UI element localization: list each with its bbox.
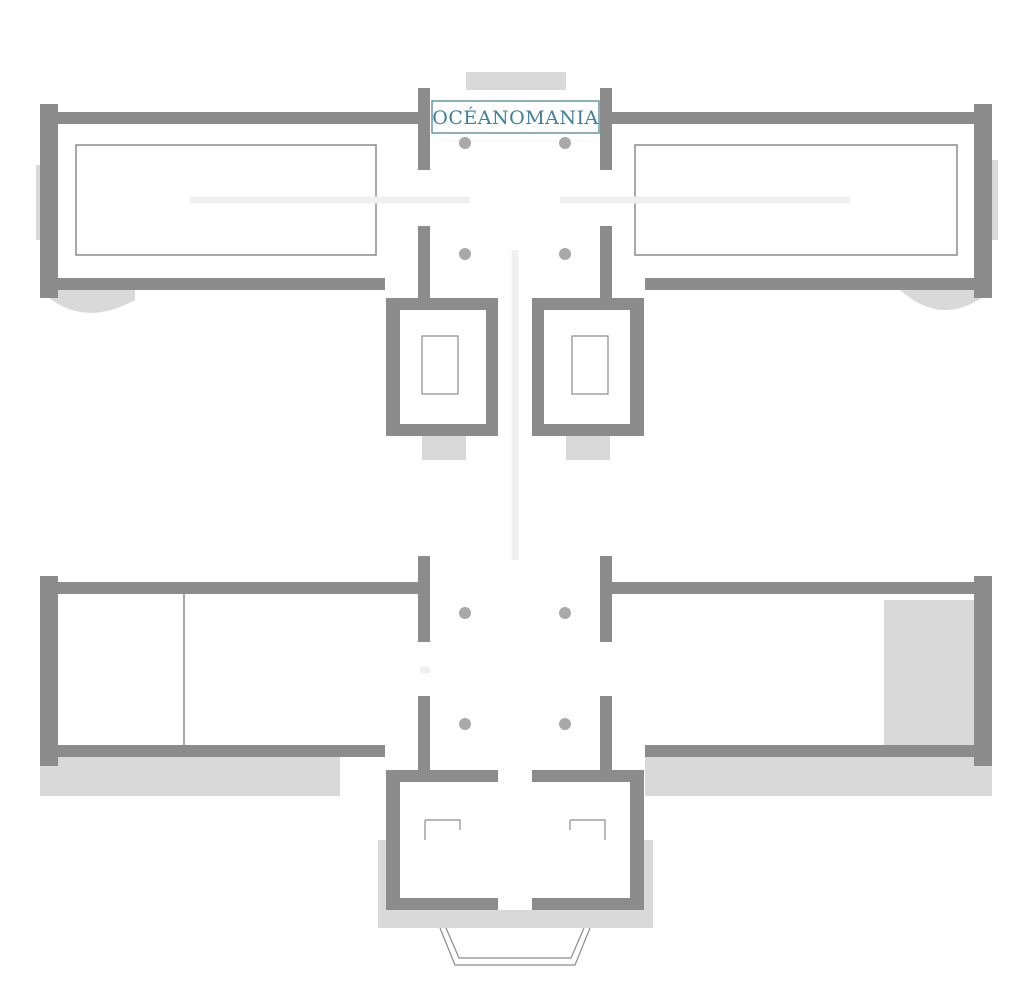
ground-right-wing-end-wall: [974, 576, 992, 766]
upper-column-1: [459, 137, 471, 149]
ground-floor: [40, 556, 992, 966]
ground-column-1: [459, 607, 471, 619]
ground-left-vestibule-stair: [424, 819, 461, 840]
ground-right-wing-bottom-wall: [645, 745, 992, 757]
upper-left-top-pillar: [174, 112, 192, 124]
upper-central-left-wall-bottom: [418, 226, 430, 306]
ground-left-wing-end-wall: [40, 576, 58, 766]
upper-central-right-wall-bottom: [600, 226, 612, 306]
upper-right-top-pillar: [932, 112, 950, 124]
upper-column-2: [559, 137, 571, 149]
ground-right-bottom-pillar: [740, 745, 758, 757]
upper-right-wing-bottom-wall: [645, 278, 992, 290]
ground-right-annex: [884, 600, 974, 740]
upper-roof-top: [466, 72, 566, 90]
upper-left-apse: [40, 290, 135, 313]
upper-right-stair-room: [544, 310, 630, 424]
upper-central-right-wall-top: [600, 88, 612, 170]
upper-right-stair-porch: [566, 436, 610, 460]
upper-left-stair-core: [421, 335, 459, 395]
ground-right-top-pillar: [740, 582, 758, 594]
upper-right-bottom-pillar: [692, 278, 710, 290]
ground-right-bottom-pillar: [836, 745, 854, 757]
upper-left-wing-end-wall: [40, 104, 58, 298]
ground-right-top-pillar: [692, 582, 710, 594]
ground-left-bottom-pillar: [126, 745, 144, 757]
ground-right-top-pillar: [836, 582, 854, 594]
ground-column-3: [459, 718, 471, 730]
upper-right-top-pillar: [692, 112, 710, 124]
ground-right-wing-floor: [612, 594, 884, 745]
upper-right-bottom-pillar: [788, 278, 806, 290]
upper-left-bottom-pillar: [222, 278, 240, 290]
ground-central-right-wall-top: [600, 556, 612, 642]
upper-left-stair-room: [400, 310, 486, 424]
upper-right-wing-end-wall: [974, 104, 992, 298]
ground-right-vestibule-stair: [569, 819, 606, 840]
ground-column-2: [559, 607, 571, 619]
upper-left-bottom-pillar: [318, 278, 336, 290]
ground-left-bottom-pillar: [318, 745, 336, 757]
ground-right-bottom-pillar: [788, 745, 806, 757]
upper-left-top-pillar: [318, 112, 336, 124]
ground-left-top-pillar: [318, 582, 336, 594]
upper-column-3: [459, 248, 471, 260]
ground-left-top-pillar: [270, 582, 288, 594]
upper-central-left-wall-top: [418, 88, 430, 170]
ground-central-hall-floor: [430, 560, 600, 770]
ground-right-bottom-pillar: [884, 745, 902, 757]
upper-floor: OCÉANOMANIA: [36, 72, 998, 460]
ground-central-left-wall-top: [418, 556, 430, 642]
exhibit-label-box: [431, 100, 600, 134]
ground-left-wing-floor: [58, 594, 420, 745]
ground-central-right-wall-bottom: [600, 696, 612, 776]
upper-left-bottom-pillar: [174, 278, 192, 290]
upper-right-top-pillar: [788, 112, 806, 124]
ground-entrance-steps: [439, 927, 591, 966]
ground-column-4: [559, 718, 571, 730]
upper-right-top-pillar: [740, 112, 758, 124]
upper-right-bottom-pillar: [884, 278, 902, 290]
upper-left-bottom-pillar: [270, 278, 288, 290]
ground-left-top-pillar: [174, 582, 192, 594]
upper-left-top-pillar: [222, 112, 240, 124]
ground-right-top-pillar: [932, 582, 950, 594]
upper-right-bottom-pillar: [836, 278, 854, 290]
ground-left-bottom-pillar: [270, 745, 288, 757]
exhibit-title: OCÉANOMANIA: [432, 106, 598, 129]
upper-right-stair-core: [571, 335, 609, 395]
upper-left-top-pillar: [126, 112, 144, 124]
upper-left-stair-porch: [422, 436, 466, 460]
ground-entrance-opening: [498, 770, 532, 910]
ground-left-top-pillar: [126, 582, 144, 594]
upper-right-apse: [900, 290, 992, 310]
ground-left-bottom-pillar: [79, 745, 97, 757]
upper-left-bottom-pillar: [79, 278, 97, 290]
upper-left-bottom-pillar: [126, 278, 144, 290]
upper-column-4: [559, 248, 571, 260]
ground-left-bottom-pillar: [222, 745, 240, 757]
ground-central-left-wall-bottom: [418, 696, 430, 776]
ground-left-top-pillar: [222, 582, 240, 594]
upper-left-top-pillar: [79, 112, 97, 124]
upper-right-top-pillar: [884, 112, 902, 124]
ground-left-top-pillar: [79, 582, 97, 594]
upper-right-bottom-pillar: [932, 278, 950, 290]
upper-right-bottom-pillar: [740, 278, 758, 290]
ground-right-top-pillar: [788, 582, 806, 594]
ground-right-top-pillar: [884, 582, 902, 594]
ground-right-bottom-pillar: [692, 745, 710, 757]
upper-left-top-pillar: [270, 112, 288, 124]
upper-right-top-pillar: [836, 112, 854, 124]
ground-right-bottom-pillar: [932, 745, 950, 757]
ground-left-bottom-pillar: [174, 745, 192, 757]
